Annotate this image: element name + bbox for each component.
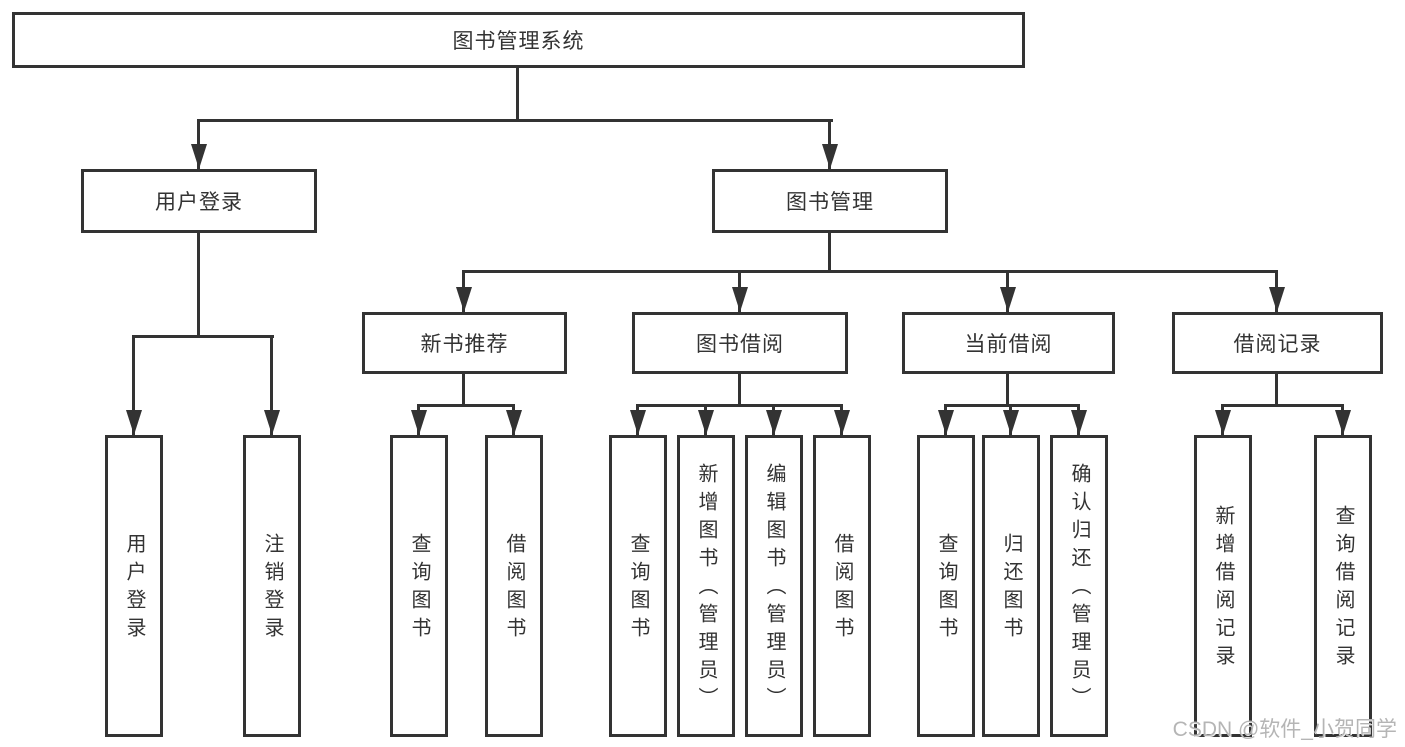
leaf-query-books-borrow: 查询图书 <box>609 435 667 737</box>
leaf-add-borrow-record: 新增借阅记录 <box>1194 435 1252 737</box>
leaf-borrow-books-recommend: 借阅图书 <box>485 435 543 737</box>
node-borrowing-records: 借阅记录 <box>1172 312 1383 374</box>
arrow-down-icon <box>1215 410 1231 435</box>
connector-line <box>1275 374 1278 406</box>
arrow-down-icon <box>191 144 207 169</box>
arrow-down-icon <box>698 410 714 435</box>
connector-line <box>197 233 200 336</box>
connector-line <box>462 270 1278 273</box>
node-new-book-recommend: 新书推荐 <box>362 312 567 374</box>
connector-line <box>417 404 515 407</box>
connector-line <box>738 374 741 406</box>
connector-line <box>197 119 833 122</box>
connector-line <box>516 66 519 120</box>
arrow-down-icon <box>766 410 782 435</box>
leaf-query-books-recommend: 查询图书 <box>390 435 448 737</box>
arrow-down-icon <box>1269 287 1285 312</box>
leaf-logout: 注销登录 <box>243 435 301 737</box>
arrow-down-icon <box>1000 287 1016 312</box>
connector-line <box>636 404 843 407</box>
arrow-down-icon <box>938 410 954 435</box>
connector-line <box>132 336 135 435</box>
arrow-down-icon <box>264 410 280 435</box>
leaf-user-login: 用户登录 <box>105 435 163 737</box>
arrow-down-icon <box>126 410 142 435</box>
connector-line <box>1221 404 1344 407</box>
connector-line <box>132 335 274 338</box>
leaf-query-borrow-record: 查询借阅记录 <box>1314 435 1372 737</box>
node-library-management-system: 图书管理系统 <box>12 12 1025 68</box>
connector-line <box>462 374 465 406</box>
leaf-edit-books-admin: 编辑图书（管理员） <box>745 435 803 737</box>
csdn-watermark: CSDN @软件_小贺同学 <box>1172 718 1397 741</box>
arrow-down-icon <box>456 287 472 312</box>
node-book-borrowing: 图书借阅 <box>632 312 848 374</box>
arrow-down-icon <box>630 410 646 435</box>
leaf-confirm-return-admin: 确认归还（管理员） <box>1050 435 1108 737</box>
arrow-down-icon <box>732 287 748 312</box>
leaf-add-books-admin: 新增图书（管理员） <box>677 435 735 737</box>
leaf-query-books-current: 查询图书 <box>917 435 975 737</box>
node-user-login: 用户登录 <box>81 169 317 233</box>
leaf-borrow-books: 借阅图书 <box>813 435 871 737</box>
connector-line <box>270 336 273 435</box>
connector-line <box>944 404 1080 407</box>
arrow-down-icon <box>834 410 850 435</box>
node-current-borrowing: 当前借阅 <box>902 312 1115 374</box>
arrow-down-icon <box>1335 410 1351 435</box>
arrow-down-icon <box>822 144 838 169</box>
connector-line <box>1006 374 1009 406</box>
arrow-down-icon <box>1003 410 1019 435</box>
arrow-down-icon <box>506 410 522 435</box>
arrow-down-icon <box>411 410 427 435</box>
node-book-management: 图书管理 <box>712 169 948 233</box>
connector-line <box>828 233 831 271</box>
leaf-return-books: 归还图书 <box>982 435 1040 737</box>
arrow-down-icon <box>1071 410 1087 435</box>
